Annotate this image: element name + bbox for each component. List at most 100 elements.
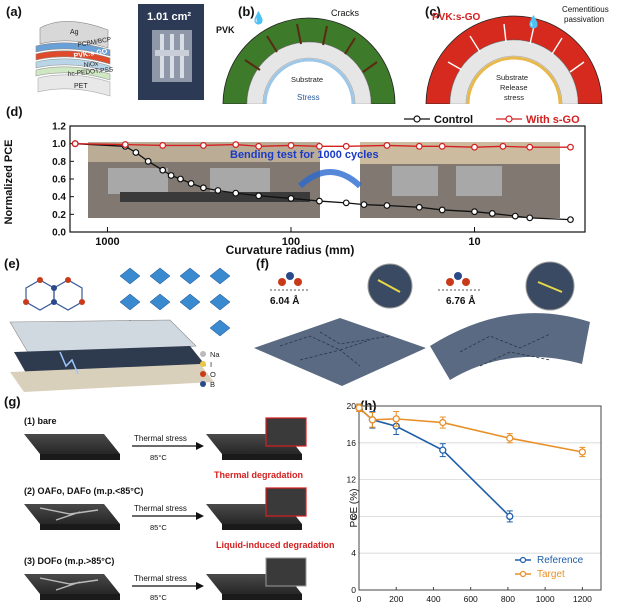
chart-d-xtick-label: 1000 (95, 236, 119, 248)
molecule-right (438, 272, 480, 291)
chart-h-ytick-label: 8 (351, 511, 356, 521)
chart-d-point-1 (567, 143, 574, 151)
legend-o: O (210, 370, 216, 379)
passivation-label-2: passivation (564, 15, 604, 24)
arrow-1-temp: 85°C (150, 453, 167, 462)
chart-h-point-0 (439, 446, 447, 454)
pvk-label: PVK (216, 25, 235, 35)
release-label-2: stress (504, 93, 524, 102)
chart-d-point-1 (200, 142, 207, 149)
chart-d-point-0 (342, 199, 350, 207)
chart-d-point-1 (471, 143, 478, 151)
chart-h-series-line-0 (358, 407, 511, 517)
panel-label-e: (e) (4, 256, 20, 271)
chart-h-ytick-label: 12 (347, 475, 357, 485)
chart-h-point-1 (439, 418, 447, 427)
chart-d-point-0 (360, 201, 368, 209)
chart-h-xtick-label: 800 (501, 594, 515, 604)
chart-d-point-0 (232, 189, 240, 197)
row-label-oafo: (2) OAFo, DAFo (m.p.<85°C) (24, 486, 143, 496)
chart-d-series-line-1 (75, 143, 571, 148)
chart-d-point-0 (438, 206, 446, 214)
chart-d-xtick-label: 10 (468, 236, 480, 248)
chart-d-ytick-label: 0.6 (52, 175, 66, 186)
legend-reference: Reference (537, 555, 584, 566)
passivation-label-1: Cementitious (562, 5, 609, 14)
chart-h-xtick-label: 0 (357, 594, 362, 604)
chart-d-point-1 (232, 141, 240, 148)
chart-d-annotation: Bending test for 1000 cycles (230, 149, 379, 161)
molecule-left (270, 272, 310, 291)
legend-target: Target (537, 569, 565, 580)
chart-d-point-1 (255, 142, 263, 150)
chart-d-ytick-label: 0.0 (52, 228, 66, 239)
chart-d-point-1 (438, 142, 446, 150)
layer-label-pvk: PVK:s-GO (73, 48, 108, 60)
thermal-stress-diagram: (1) bare Thermal stress 85°C Thermal deg… (24, 416, 335, 602)
chart-d-point-0 (167, 172, 175, 179)
chart-d-point-0 (511, 212, 519, 220)
chart-d-point-1 (415, 142, 423, 150)
chart-h-point-1 (368, 416, 377, 424)
chart-d-xlabel: Curvature radius (mm) (226, 243, 355, 257)
panel-label-f: (f) (256, 256, 269, 271)
chart-h-point-0 (506, 512, 514, 521)
device-stack-diagram: Ag PCBM/BCP PVK:s-GO NiOx hc-PEDOT:PSS P… (35, 4, 204, 100)
chart-h-ytick-label: 20 (347, 401, 357, 411)
chart-h-point-1 (392, 415, 400, 423)
substrate-label-b: Substrate (291, 75, 323, 84)
zoom-box-1 (265, 417, 307, 447)
chart-d-point-1 (526, 143, 534, 151)
chart-d-point-0 (415, 203, 423, 211)
panel-label-c: (c) (425, 4, 441, 19)
chart-d-point-1 (316, 142, 323, 150)
zoom-box-3 (265, 557, 307, 587)
arrow-3-temp: 85°C (150, 593, 167, 602)
chart-d-ytick-label: 1.0 (52, 139, 66, 150)
chart-d-point-0 (488, 210, 496, 217)
stress-label: Stress (297, 93, 320, 102)
chart-h-xtick-label: 400 (426, 594, 440, 604)
chart-h-ytick-label: 0 (351, 585, 356, 595)
chart-d-point-0 (200, 184, 207, 192)
chart-d-point-0 (255, 192, 263, 200)
distance-label-1: 6.04 Å (270, 294, 299, 307)
chart-h-frame (358, 405, 602, 591)
panel-label-g: (g) (4, 394, 21, 409)
cracks-label: Cracks (331, 8, 360, 18)
legend-e: Na I O B (200, 350, 220, 389)
water-droplet-icon-c: 💧 (526, 15, 541, 29)
chart-d-point-1 (383, 142, 391, 149)
legend-i: I (210, 360, 212, 369)
chart-d-point-0 (316, 197, 323, 205)
arrow-2-temp: 85°C (150, 523, 167, 532)
chart-d-point-0 (287, 195, 295, 202)
chart-h-xtick-label: 1000 (536, 594, 555, 604)
chart-h-xtick-label: 1200 (573, 594, 592, 604)
chart-h-xtick-label: 200 (389, 594, 403, 604)
chart-h-ytick-label: 16 (347, 438, 357, 448)
layer-label-pedot: hc-PEDOT:PSS (67, 66, 114, 78)
chart-d-point-1 (499, 142, 507, 150)
layer-label-nio: NiOx (83, 60, 99, 69)
layer-stack (35, 21, 111, 97)
arrow-2-text: Thermal stress (134, 504, 187, 513)
chart-d-point-1 (159, 142, 167, 149)
chart-d-ytick-label: 0.8 (52, 157, 66, 168)
row-label-bare: (1) bare (24, 416, 57, 426)
legend-sgo: With s-GO (526, 114, 580, 126)
chart-h-point-1 (355, 404, 363, 412)
chart-d-point-0 (526, 214, 534, 222)
chart-h-point-1 (578, 448, 587, 456)
chart-h-series-line-1 (358, 407, 583, 453)
row-label-dofo: (3) DOFo (m.p.>85°C) (24, 556, 114, 566)
liquid-degradation-label: Liquid-induced degradation (216, 540, 335, 550)
sgo-passivation-diagram: PVK:s-GO Cementitious passivation Substr… (425, 5, 609, 104)
chart-h-ylabel: PCE (%) (349, 489, 360, 528)
device-area-label: 1.01 cm² (147, 11, 191, 23)
legend-control: Control (434, 114, 473, 126)
chart-d-point-0 (159, 166, 167, 174)
crack-model-diagram: 6.04 Å 6.76 Å (254, 261, 590, 386)
panel-label-a: (a) (6, 4, 22, 19)
